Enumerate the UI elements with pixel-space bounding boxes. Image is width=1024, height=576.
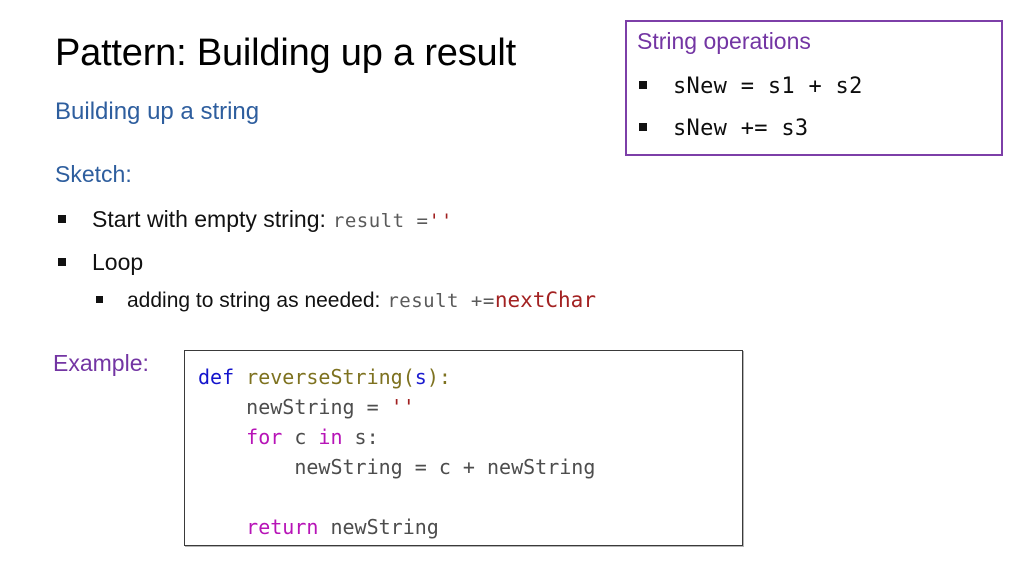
- code-example-box: def reverseString(s): newString = '' for…: [184, 350, 743, 546]
- code-token: (: [402, 365, 415, 389]
- inline-code: result +=: [387, 290, 495, 312]
- code-token: newString =: [198, 395, 391, 419]
- code-token: s:: [342, 425, 379, 449]
- list-item-label: adding to string as needed:: [127, 289, 381, 312]
- list-item-nested: adding to string as needed: result += ne…: [96, 288, 596, 313]
- string-operations-callout: String operations sNew = s1 + s2 sNew +=…: [625, 20, 1003, 156]
- code-token: for: [246, 425, 283, 449]
- code-token: def: [198, 365, 235, 389]
- code-token: return: [246, 515, 319, 539]
- example-label: Example:: [53, 350, 149, 376]
- square-bullet-icon: [96, 296, 103, 303]
- code-token: [198, 425, 246, 449]
- code-token: newString = c + newString: [198, 455, 596, 479]
- code-token: '': [390, 395, 415, 419]
- list-item-label: Start with empty string:: [92, 206, 326, 232]
- code-token: newString: [318, 515, 439, 539]
- code-token: ):: [426, 365, 451, 389]
- code-block: def reverseString(s): newString = '' for…: [185, 351, 742, 542]
- callout-list-item: sNew = s1 + s2: [639, 74, 863, 99]
- code-token: [234, 365, 246, 389]
- callout-item-label: sNew = s1 + s2: [673, 74, 863, 99]
- inline-variable: nextChar: [494, 288, 596, 312]
- list-item: Start with empty string: result = '': [58, 206, 453, 233]
- page-subtitle: Building up a string: [55, 98, 260, 125]
- code-token: [198, 515, 246, 539]
- inline-string-literal: '': [428, 210, 454, 232]
- square-bullet-icon: [639, 81, 647, 89]
- list-item-label: Loop: [92, 249, 144, 275]
- callout-title: String operations: [637, 28, 811, 54]
- square-bullet-icon: [58, 215, 66, 223]
- inline-code: result =: [332, 210, 429, 232]
- page-title: Pattern: Building up a result: [55, 32, 517, 74]
- list-item: Loop: [58, 249, 143, 276]
- code-token: c: [282, 425, 319, 449]
- code-token: s: [414, 365, 427, 389]
- callout-list-item: sNew += s3: [639, 116, 808, 141]
- square-bullet-icon: [58, 258, 66, 266]
- square-bullet-icon: [639, 123, 647, 131]
- sketch-label: Sketch:: [55, 161, 132, 187]
- code-token: in: [318, 425, 343, 449]
- callout-item-label: sNew += s3: [673, 116, 809, 141]
- code-token: reverseString: [246, 365, 403, 389]
